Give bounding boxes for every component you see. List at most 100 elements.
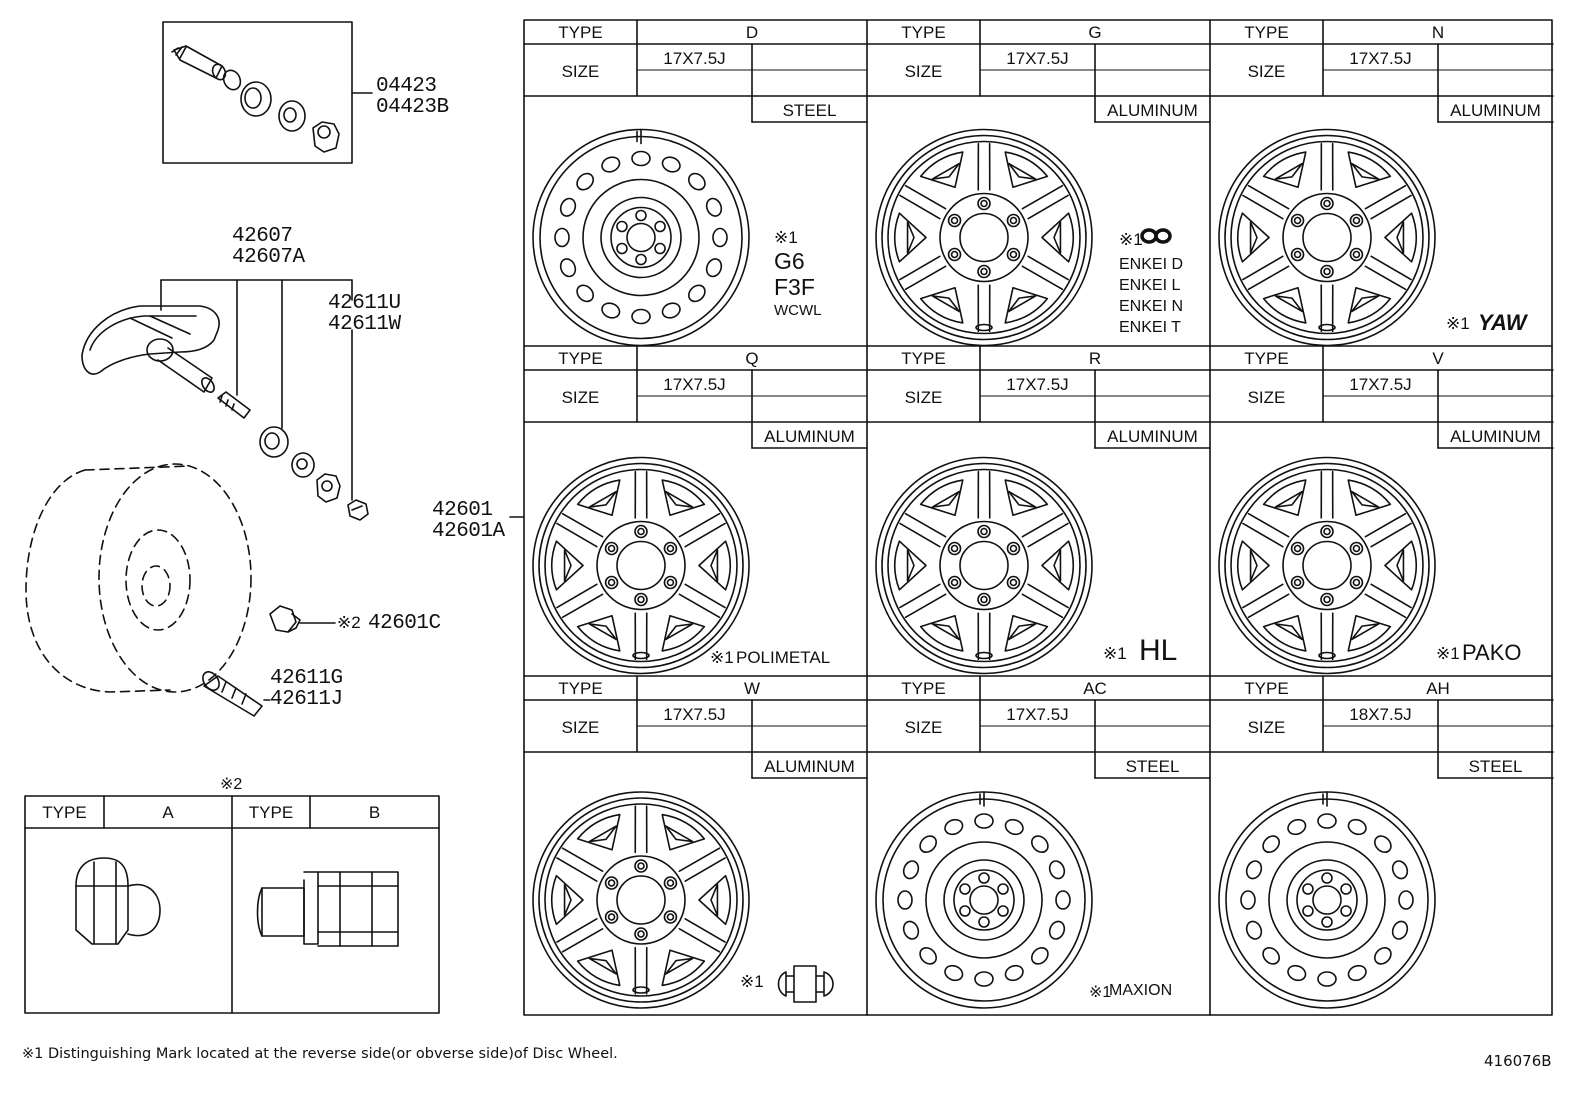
enkei-logo-icon [1140, 228, 1172, 244]
label-42601c: 42601C [368, 612, 441, 635]
wheel-grid [523, 19, 1553, 1016]
size-value-d: 17X7.5J [663, 49, 726, 68]
material-n: ALUMINUM [1450, 101, 1541, 120]
mark-d-2: WCWL [774, 302, 822, 319]
size-label-q: SIZE [561, 388, 600, 407]
size-label-n: SIZE [1247, 62, 1286, 81]
label-42601: 42601 [432, 499, 493, 522]
type-label-w: TYPE [558, 679, 603, 698]
wheel-n-icon [1218, 128, 1436, 347]
washer-icon [278, 100, 306, 132]
mark-d-0: G6 [774, 248, 805, 274]
nut-small-icon [312, 121, 340, 153]
wheel-r-icon [875, 456, 1093, 675]
size-label-r: SIZE [904, 388, 943, 407]
type-label-v: TYPE [1244, 349, 1289, 368]
size-value-g: 17X7.5J [1006, 49, 1069, 68]
nut-table [24, 795, 440, 1014]
wheel-q-icon [532, 456, 750, 675]
nut-type-b-value: B [368, 803, 381, 822]
size-value-ah: 18X7.5J [1349, 705, 1412, 724]
mark-g-3: ENKEI T [1119, 319, 1181, 336]
type-value-ah: AH [1426, 679, 1450, 698]
valve-cap-icon [347, 499, 369, 521]
mark-r-0: HL [1139, 634, 1178, 667]
mark-g-2: ENKEI N [1119, 298, 1184, 315]
material-ac: STEEL [1125, 757, 1180, 776]
valve-core-icon [217, 391, 251, 419]
type-value-g: G [1088, 23, 1102, 42]
nut-type-b-label: TYPE [248, 803, 294, 822]
label-42611g: 42611G [270, 667, 343, 690]
size-value-n: 17X7.5J [1349, 49, 1412, 68]
material-r: ALUMINUM [1107, 427, 1198, 446]
lug-nut-icon [269, 605, 301, 633]
mark-ref-w: ※1 [740, 972, 764, 991]
size-value-w: 17X7.5J [663, 705, 726, 724]
grommet-2-icon [259, 426, 289, 458]
label-42601a: 42601A [432, 520, 505, 543]
mark-g-0: ENKEI D [1119, 256, 1184, 273]
type-value-q: Q [745, 349, 759, 368]
label-nut-ref: ※2 [337, 613, 361, 632]
wheel-v-icon [1218, 456, 1436, 675]
acorn-nut-icon [75, 857, 161, 945]
size-value-q: 17X7.5J [663, 375, 726, 394]
material-d: STEEL [782, 101, 837, 120]
w-logo-icon [777, 965, 834, 1003]
type-value-d: D [745, 23, 759, 42]
type-value-w: W [743, 679, 761, 698]
size-label-ah: SIZE [1247, 718, 1286, 737]
mark-g-1: ENKEI L [1119, 277, 1181, 294]
tire-outline [25, 463, 252, 693]
label-42607a: 42607A [232, 246, 305, 269]
wheel-ac-icon [875, 791, 1093, 1009]
nut-type-a-label: TYPE [42, 803, 87, 822]
mark-d-1: F3F [774, 274, 815, 300]
type-label-d: TYPE [558, 23, 603, 42]
material-w: ALUMINUM [764, 757, 855, 776]
tpms-sensor-icon [81, 305, 220, 393]
grommet-icon [240, 81, 272, 117]
mark-ref-ac: ※1 [1089, 984, 1112, 1001]
type-label-r: TYPE [901, 349, 946, 368]
mark-ac-0: MAXION [1109, 982, 1173, 999]
washer-2-icon [291, 452, 315, 478]
type-value-n: N [1431, 23, 1445, 42]
mark-n-0: YAW [1478, 310, 1527, 335]
material-ah: STEEL [1468, 757, 1523, 776]
mark-ref-g: ※1 [1119, 230, 1143, 249]
label-42611u: 42611U [328, 292, 401, 315]
type-label-q: TYPE [558, 349, 603, 368]
label-42611w: 42611W [328, 313, 401, 336]
mark-ref-r: ※1 [1103, 644, 1127, 663]
valve-kit-frame [162, 21, 353, 164]
wheel-d-icon [532, 128, 750, 347]
size-value-ac: 17X7.5J [1006, 705, 1069, 724]
footnote: ※1 Distinguishing Mark located at the re… [22, 1046, 618, 1062]
valve-stem-2-icon [202, 671, 263, 717]
flange-nut-icon [256, 871, 399, 947]
label-04423: 04423 [376, 75, 437, 98]
mark-q-0: POLIMETAL [736, 648, 831, 667]
size-label-w: SIZE [561, 718, 600, 737]
wheel-g-icon [875, 128, 1093, 347]
nut-2-icon [316, 473, 341, 503]
label-42607: 42607 [232, 225, 293, 248]
type-label-n: TYPE [1244, 23, 1289, 42]
label-04423b: 04423B [376, 96, 449, 119]
type-value-r: R [1088, 349, 1102, 368]
wheel-w-icon [532, 791, 750, 1009]
size-label-ac: SIZE [904, 718, 943, 737]
mark-v-0: PAKO [1462, 640, 1522, 665]
diagram-id: 416076B [1484, 1052, 1552, 1070]
wheel-ah-icon [1218, 791, 1436, 1009]
type-label-g: TYPE [901, 23, 946, 42]
size-value-r: 17X7.5J [1006, 375, 1069, 394]
type-label-ah: TYPE [1244, 679, 1289, 698]
valve-stem-icon [171, 45, 242, 91]
size-label-v: SIZE [1247, 388, 1286, 407]
material-q: ALUMINUM [764, 427, 855, 446]
mark-ref-d: ※1 [774, 228, 798, 247]
